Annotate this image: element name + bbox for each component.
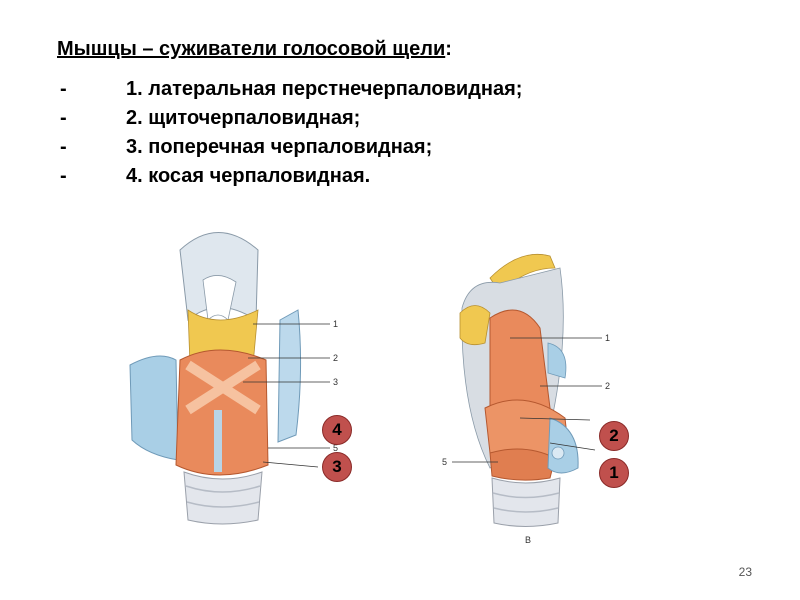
epiglottis-inner	[202, 275, 237, 321]
right-leader-badge2	[519, 417, 591, 421]
lateral-trachea-rings	[492, 492, 560, 513]
label-2: 2	[333, 353, 338, 363]
list-text: 1. латеральная перстнечерпаловидная;	[126, 78, 523, 100]
leader-line-badge	[262, 461, 319, 468]
lateral-trachea	[491, 477, 561, 527]
badge-2: 2	[599, 421, 629, 451]
badge-4: 4	[322, 415, 352, 445]
trachea	[183, 471, 263, 525]
blue-cartilage-upper	[547, 342, 567, 379]
trachea-rings	[185, 485, 261, 508]
list-text: 3. поперечная черпаловидная;	[126, 136, 433, 158]
right-leader-badge1	[549, 442, 596, 451]
right-label-1: 1	[605, 333, 610, 343]
figure-caption: B	[525, 535, 531, 545]
list-text: 4. косая черпаловидная.	[126, 165, 371, 187]
label-1: 1	[333, 319, 338, 329]
larynx-posterior-illustration: 1 2 3 5	[118, 210, 378, 540]
yellow-fat-pad	[459, 305, 491, 346]
list-text: 2. щиточерпаловидная;	[126, 107, 361, 129]
page-number: 23	[738, 565, 752, 579]
list-dash: -	[60, 107, 67, 129]
cricoid-joint	[551, 446, 565, 460]
heading-text: Мышцы – суживатели голосовой щели	[57, 38, 446, 60]
list-dash: -	[60, 78, 67, 100]
badge-1: 1	[599, 458, 629, 488]
lower-muscle	[489, 448, 556, 481]
larynx-lateral-illustration: 1 2 5 B	[430, 238, 630, 550]
badge-3: 3	[322, 452, 352, 482]
left-cartilage-wing	[129, 355, 179, 461]
list-dash: -	[60, 165, 67, 187]
label-5: 5	[333, 443, 338, 453]
cricoid-cartilage	[547, 417, 579, 474]
right-label-2: 2	[605, 381, 610, 391]
larynx-posterior-svg: 1 2 3 5	[129, 232, 338, 525]
right-cartilage-wing	[277, 309, 302, 443]
oblique-fibers	[185, 360, 261, 415]
slide-heading: Мышцы – суживатели голосовой щели:	[57, 38, 452, 61]
larynx-lateral-svg: 1 2 5 B	[442, 253, 610, 545]
list-dash: -	[60, 136, 67, 158]
heading-colon: :	[445, 38, 452, 60]
label-3: 3	[333, 377, 338, 387]
right-label-5: 5	[442, 457, 447, 467]
